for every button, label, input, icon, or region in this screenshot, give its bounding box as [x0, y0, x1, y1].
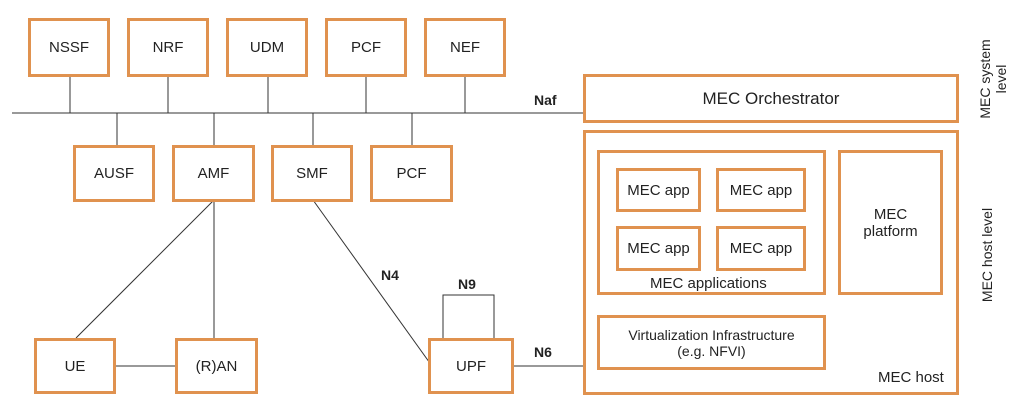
mec-app-box: MEC app — [616, 168, 701, 212]
mec-system-level-line1: MEC system — [977, 39, 993, 119]
mec-system-level-label: MEC system level — [977, 34, 1011, 124]
mec-app-label: MEC app — [729, 181, 793, 199]
nef-box: NEF — [424, 18, 506, 77]
nssf-box: NSSF — [28, 18, 110, 77]
n9-label: N9 — [458, 276, 476, 292]
ran-label: (R)AN — [195, 357, 238, 375]
amf-ue-line — [75, 199, 215, 339]
ran-box: (R)AN — [175, 338, 258, 394]
ausf-label: AUSF — [93, 165, 134, 182]
virtualization-label-line2: (e.g. NFVI) — [677, 342, 746, 359]
n4-label: N4 — [381, 267, 399, 283]
mec-app-box: MEC app — [616, 226, 701, 271]
mec-app-label: MEC app — [627, 181, 690, 199]
virtualization-label-line1: Virtualization Infrastructure — [628, 326, 795, 343]
virtualization-infrastructure-box: Virtualization Infrastructure (e.g. NFVI… — [597, 315, 826, 370]
nssf-label: NSSF — [48, 39, 89, 56]
smf-box: SMF — [271, 145, 353, 202]
nrf-label: NRF — [152, 39, 184, 56]
udm-box: UDM — [226, 18, 308, 77]
mec-orchestrator-label: MEC Orchestrator — [702, 88, 840, 108]
mec-host-level-label: MEC host level — [979, 200, 995, 310]
pcf-top-box: PCF — [325, 18, 407, 77]
mec-host-level-text: MEC host level — [979, 207, 995, 303]
upf-label: UPF — [456, 357, 486, 375]
pcf-bottom-label: PCF — [396, 165, 427, 182]
smf-label: SMF — [296, 165, 328, 182]
mec-app-box: MEC app — [716, 226, 806, 271]
ausf-box: AUSF — [73, 145, 155, 202]
naf-label: Naf — [534, 92, 557, 108]
amf-label: AMF — [197, 165, 230, 182]
nrf-box: NRF — [127, 18, 209, 77]
udm-label: UDM — [249, 39, 285, 56]
mec-host-label: MEC host — [878, 369, 944, 386]
n4-line — [312, 199, 433, 367]
upf-box: UPF — [428, 338, 514, 394]
pcf-top-label: PCF — [351, 39, 381, 56]
mec-app-label: MEC app — [627, 240, 690, 257]
mec-platform-label-line1: MEC — [873, 205, 908, 223]
mec-orchestrator-box: MEC Orchestrator — [583, 74, 959, 123]
pcf-bottom-box: PCF — [370, 145, 453, 202]
n6-label: N6 — [534, 344, 552, 360]
nef-label: NEF — [450, 39, 480, 56]
mec-applications-label: MEC applications — [650, 275, 767, 292]
ue-box: UE — [34, 338, 116, 394]
mec-system-level-line2: level — [993, 64, 1009, 94]
mec-app-label: MEC app — [729, 240, 793, 257]
mec-app-box: MEC app — [716, 168, 806, 212]
mec-platform-box: MEC platform — [838, 150, 943, 295]
n9-loop — [442, 294, 495, 338]
mec-platform-label-line2: platform — [863, 222, 918, 240]
ue-label: UE — [64, 357, 86, 375]
amf-box: AMF — [172, 145, 255, 202]
